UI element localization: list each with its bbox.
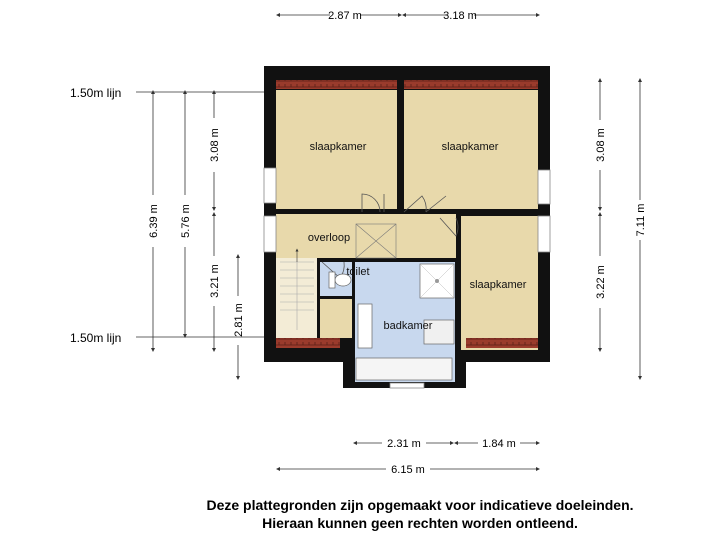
stair-floor xyxy=(276,258,317,338)
dim-top-left: 2.87 m xyxy=(328,10,362,22)
dim-bottom-right: 1.84 m xyxy=(482,438,516,450)
dim-left-lower: 3.21 m xyxy=(209,264,221,298)
height-lines xyxy=(136,91,264,338)
dim-right-lower: 3.22 m xyxy=(595,265,607,299)
dim-left-total: 6.39 m xyxy=(148,204,160,238)
dimension-lines xyxy=(151,13,642,471)
dim-bottom-left: 2.31 m xyxy=(387,438,421,450)
dim-right-total: 7.11 m xyxy=(635,204,647,237)
fixtures xyxy=(328,263,455,381)
bedroom-3-floor xyxy=(461,216,538,350)
interior-walls xyxy=(264,80,550,340)
bedroom-2-floor xyxy=(404,90,538,209)
landing-floor xyxy=(276,214,456,258)
bathroom-label: badkamer xyxy=(384,320,433,332)
dim-top-right: 3.18 m xyxy=(443,10,477,22)
bedroom-1-label: slaapkamer xyxy=(310,141,367,153)
windows xyxy=(263,167,551,389)
dim-left-upper: 3.08 m xyxy=(209,128,221,162)
dim-bottom-total: 6.15 m xyxy=(391,464,425,476)
bedroom-3-label: slaapkamer xyxy=(470,279,527,291)
stairs xyxy=(280,248,314,330)
dim-right-upper: 3.08 m xyxy=(595,128,607,162)
bedroom-1-floor xyxy=(276,90,397,209)
dim-left-stair: 2.81 m xyxy=(233,303,245,337)
bedroom-2-label: slaapkamer xyxy=(442,141,499,153)
line-150-top-label: 1.50m lijn xyxy=(70,86,121,100)
roof-tiles xyxy=(276,80,538,348)
doors xyxy=(321,193,459,279)
toilet-label: toilet xyxy=(346,266,369,278)
landing-label: overloop xyxy=(308,232,350,244)
bath-sink xyxy=(357,303,373,349)
bath-cabinet xyxy=(423,319,455,345)
dim-left-inner: 5.76 m xyxy=(180,204,192,238)
stair-void xyxy=(355,223,397,259)
disclaimer: Deze plattegronden zijn opgemaakt voor i… xyxy=(0,496,720,532)
disclaimer-line-2: Hieraan kunnen geen rechten worden ontle… xyxy=(262,515,578,531)
disclaimer-line-1: Deze plattegronden zijn opgemaakt voor i… xyxy=(206,497,634,513)
line-150-bottom-label: 1.50m lijn xyxy=(70,331,121,345)
bathtub xyxy=(355,357,453,381)
